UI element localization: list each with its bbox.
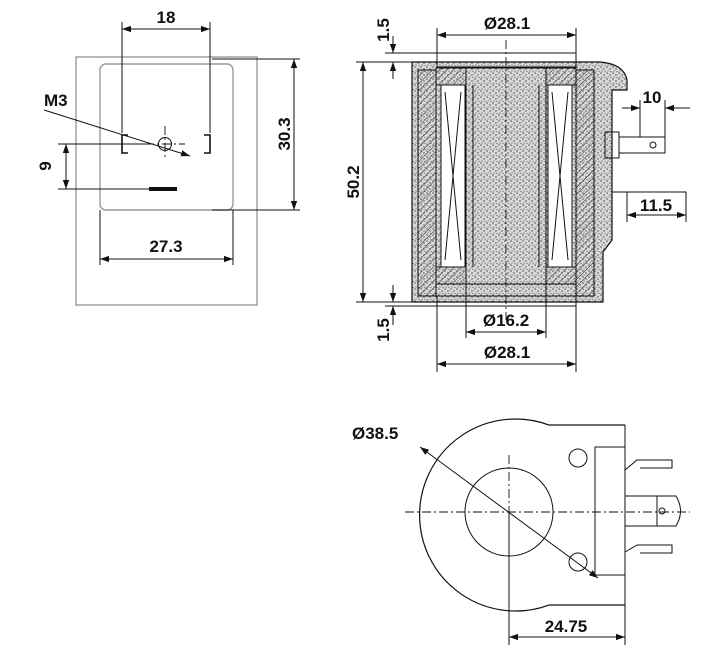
bobbin-top-left: [435, 67, 467, 86]
top-connector-block: [594, 446, 626, 576]
dim-label-bore-dia: Ø16.2: [483, 311, 529, 330]
dim-label-9: 9: [36, 161, 55, 170]
front-body-outline: [75, 56, 258, 306]
top-outer-contour: [418, 418, 625, 612]
dim-label-terminal-depth: 11.5: [640, 196, 672, 215]
bottom-flange: [436, 295, 577, 307]
frame-left: [417, 69, 437, 297]
dim-label-bottom-dia: Ø28.1: [484, 343, 530, 362]
dim-label-offset: 24.75: [545, 617, 588, 636]
top-terminal-body: [624, 495, 658, 527]
front-pin-right: [204, 134, 211, 154]
dim-label-top-dia: Ø28.1: [484, 14, 530, 33]
top-terminal-cap: [657, 495, 681, 527]
thread-label-m3: M3: [44, 91, 68, 110]
dim-label-30-3: 30.3: [275, 117, 294, 150]
top-pin-upper: [624, 459, 673, 471]
front-connector-face: [99, 63, 234, 211]
leader-m3: [43, 109, 191, 157]
top-pin-lower: [624, 544, 673, 554]
bobbin-bottom-right: [545, 266, 577, 285]
terminal-hole: [649, 141, 657, 149]
frame-right: [575, 69, 595, 297]
dim-label-terminal-width: 10: [643, 88, 662, 107]
front-pin-bottom: [149, 187, 177, 191]
dim-label-top-flange: 1.5: [374, 18, 393, 42]
dim-label-outer-dia: Ø38.5: [352, 424, 398, 443]
dim-label-height: 50.2: [344, 165, 363, 198]
top-flange: [436, 52, 577, 68]
bobbin-top-right: [545, 67, 577, 86]
front-view: 18 M3 30.3 9 27.3: [36, 8, 300, 306]
dim-label-27-3: 27.3: [149, 237, 182, 256]
terminal-bracket: [611, 180, 687, 198]
winding-right-cross: [551, 91, 569, 261]
terminal-blade: [618, 136, 666, 154]
top-mount-hole-upper: [568, 448, 588, 468]
bobbin-bottom-left: [435, 266, 467, 285]
dim-label-bottom-flange: 1.5: [374, 318, 393, 342]
winding-left-cross: [444, 91, 462, 261]
dim-label-18: 18: [157, 8, 176, 27]
top-view: Ø38.5 24.75: [352, 418, 690, 645]
top-terminal-hole: [658, 507, 666, 515]
side-section-view: Ø28.1 1.5 50.2 10 11.5 1.5 Ø16.2: [344, 14, 690, 372]
